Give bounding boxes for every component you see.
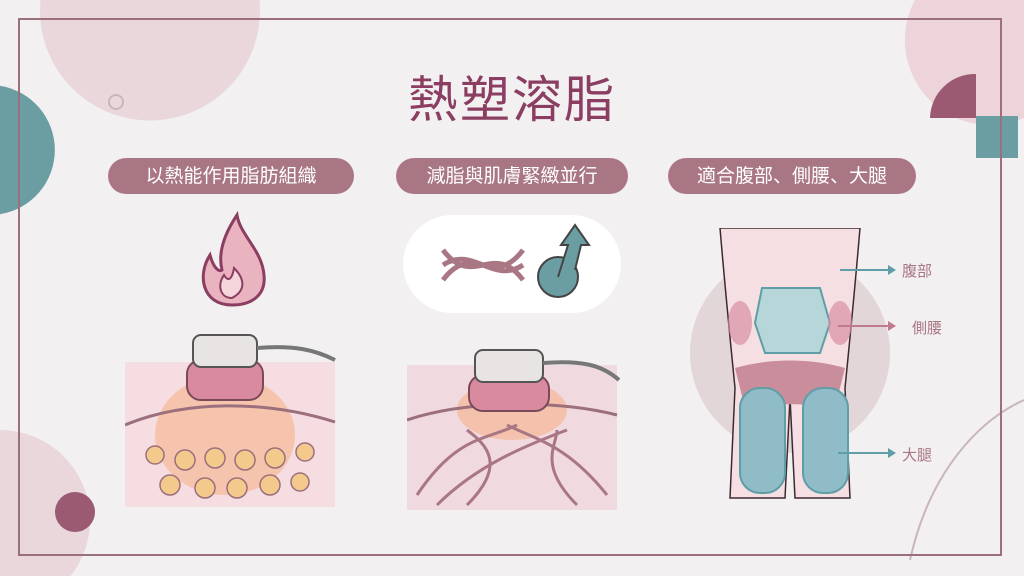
feature-pill-areas: 適合腹部、側腰、大腿 — [668, 158, 916, 194]
page-title: 熱塑溶脂 — [408, 71, 616, 129]
label-flank: 側腰 — [912, 319, 943, 337]
flame-icon — [201, 210, 266, 307]
label-abdomen: 腹部 — [902, 262, 933, 280]
slide-frame — [18, 18, 1002, 556]
heat-device-illustration — [125, 334, 336, 507]
collagen-lift-icon — [403, 215, 621, 313]
feature-pill-firming: 減脂與肌膚緊緻並行 — [396, 158, 628, 194]
body-diagram — [690, 228, 896, 499]
label-thigh: 大腿 — [902, 446, 933, 464]
feature-pill-heat: 以熱能作用脂肪組織 — [108, 158, 354, 194]
firming-device-illustration — [407, 349, 621, 510]
